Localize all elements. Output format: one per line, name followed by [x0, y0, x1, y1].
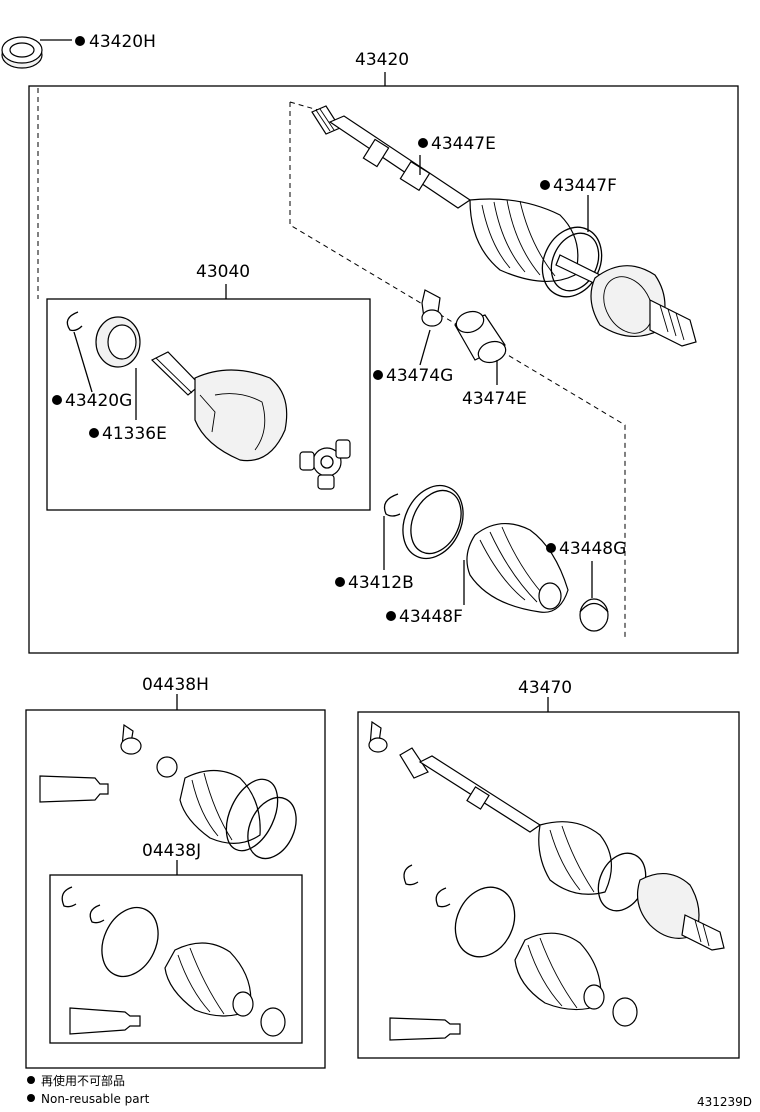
tripod-spider — [299, 439, 351, 490]
label-43474G: 43474G — [386, 366, 453, 386]
non-reusable-dot — [540, 180, 550, 190]
label-43474E: 43474E — [462, 389, 527, 409]
label-43040: 43040 — [196, 262, 250, 282]
legend-dot — [27, 1076, 35, 1084]
label-04438J: 04438J — [142, 841, 201, 861]
kit-04438J-contents — [61, 886, 286, 1037]
main-assembly-frame — [28, 85, 739, 654]
label-43420: 43420 — [355, 50, 409, 70]
drawing-number: 431239D — [697, 1095, 752, 1109]
kit-04438J-frame — [49, 874, 303, 1044]
kit-04438H-frame — [25, 709, 326, 1069]
legend-english: Non-reusable part — [41, 1092, 150, 1106]
label-43447F: 43447F — [553, 176, 617, 196]
dashed-top — [289, 101, 319, 111]
non-reusable-dot — [546, 543, 556, 553]
label-41336E: 41336E — [102, 424, 167, 444]
inboard-joint-housing — [150, 351, 288, 462]
inner-joint-frame — [46, 298, 371, 511]
drive-shaft-43470 — [368, 720, 725, 1041]
boot-clamp-43448F — [402, 484, 464, 560]
label-43420H: 43420H — [89, 32, 156, 52]
leader-43420G — [73, 331, 93, 393]
snap-ring-43420G — [66, 311, 83, 332]
snap-ring-43412B — [383, 493, 401, 517]
label-04438H: 04438H — [142, 675, 209, 695]
dust-seal-41336E — [95, 316, 141, 368]
kit-04438H-contents — [39, 723, 297, 860]
non-reusable-dot — [75, 36, 85, 46]
legend-japanese: 再使用不可部品 — [41, 1073, 125, 1088]
label-43412B: 43412B — [348, 573, 414, 593]
small-clamp-43448G — [579, 598, 609, 632]
damper-43474E — [454, 310, 507, 364]
outboard-boot — [466, 523, 569, 613]
non-reusable-dot — [386, 611, 396, 621]
seal-ring-43420H — [1, 36, 43, 69]
label-43420G: 43420G — [65, 391, 132, 411]
legend-dot — [27, 1094, 35, 1102]
label-43448F: 43448F — [399, 607, 463, 627]
non-reusable-dot — [335, 577, 345, 587]
non-reusable-dot — [418, 138, 428, 148]
non-reusable-dot — [373, 370, 383, 380]
non-reusable-dot — [52, 395, 62, 405]
label-43447E: 43447E — [431, 134, 496, 154]
label-43448G: 43448G — [559, 539, 626, 559]
label-43470: 43470 — [518, 678, 572, 698]
clamp-43474G — [421, 289, 443, 327]
leader-43474G — [419, 329, 431, 366]
non-reusable-dot — [89, 428, 99, 438]
drive-shaft-43420 — [311, 105, 697, 347]
